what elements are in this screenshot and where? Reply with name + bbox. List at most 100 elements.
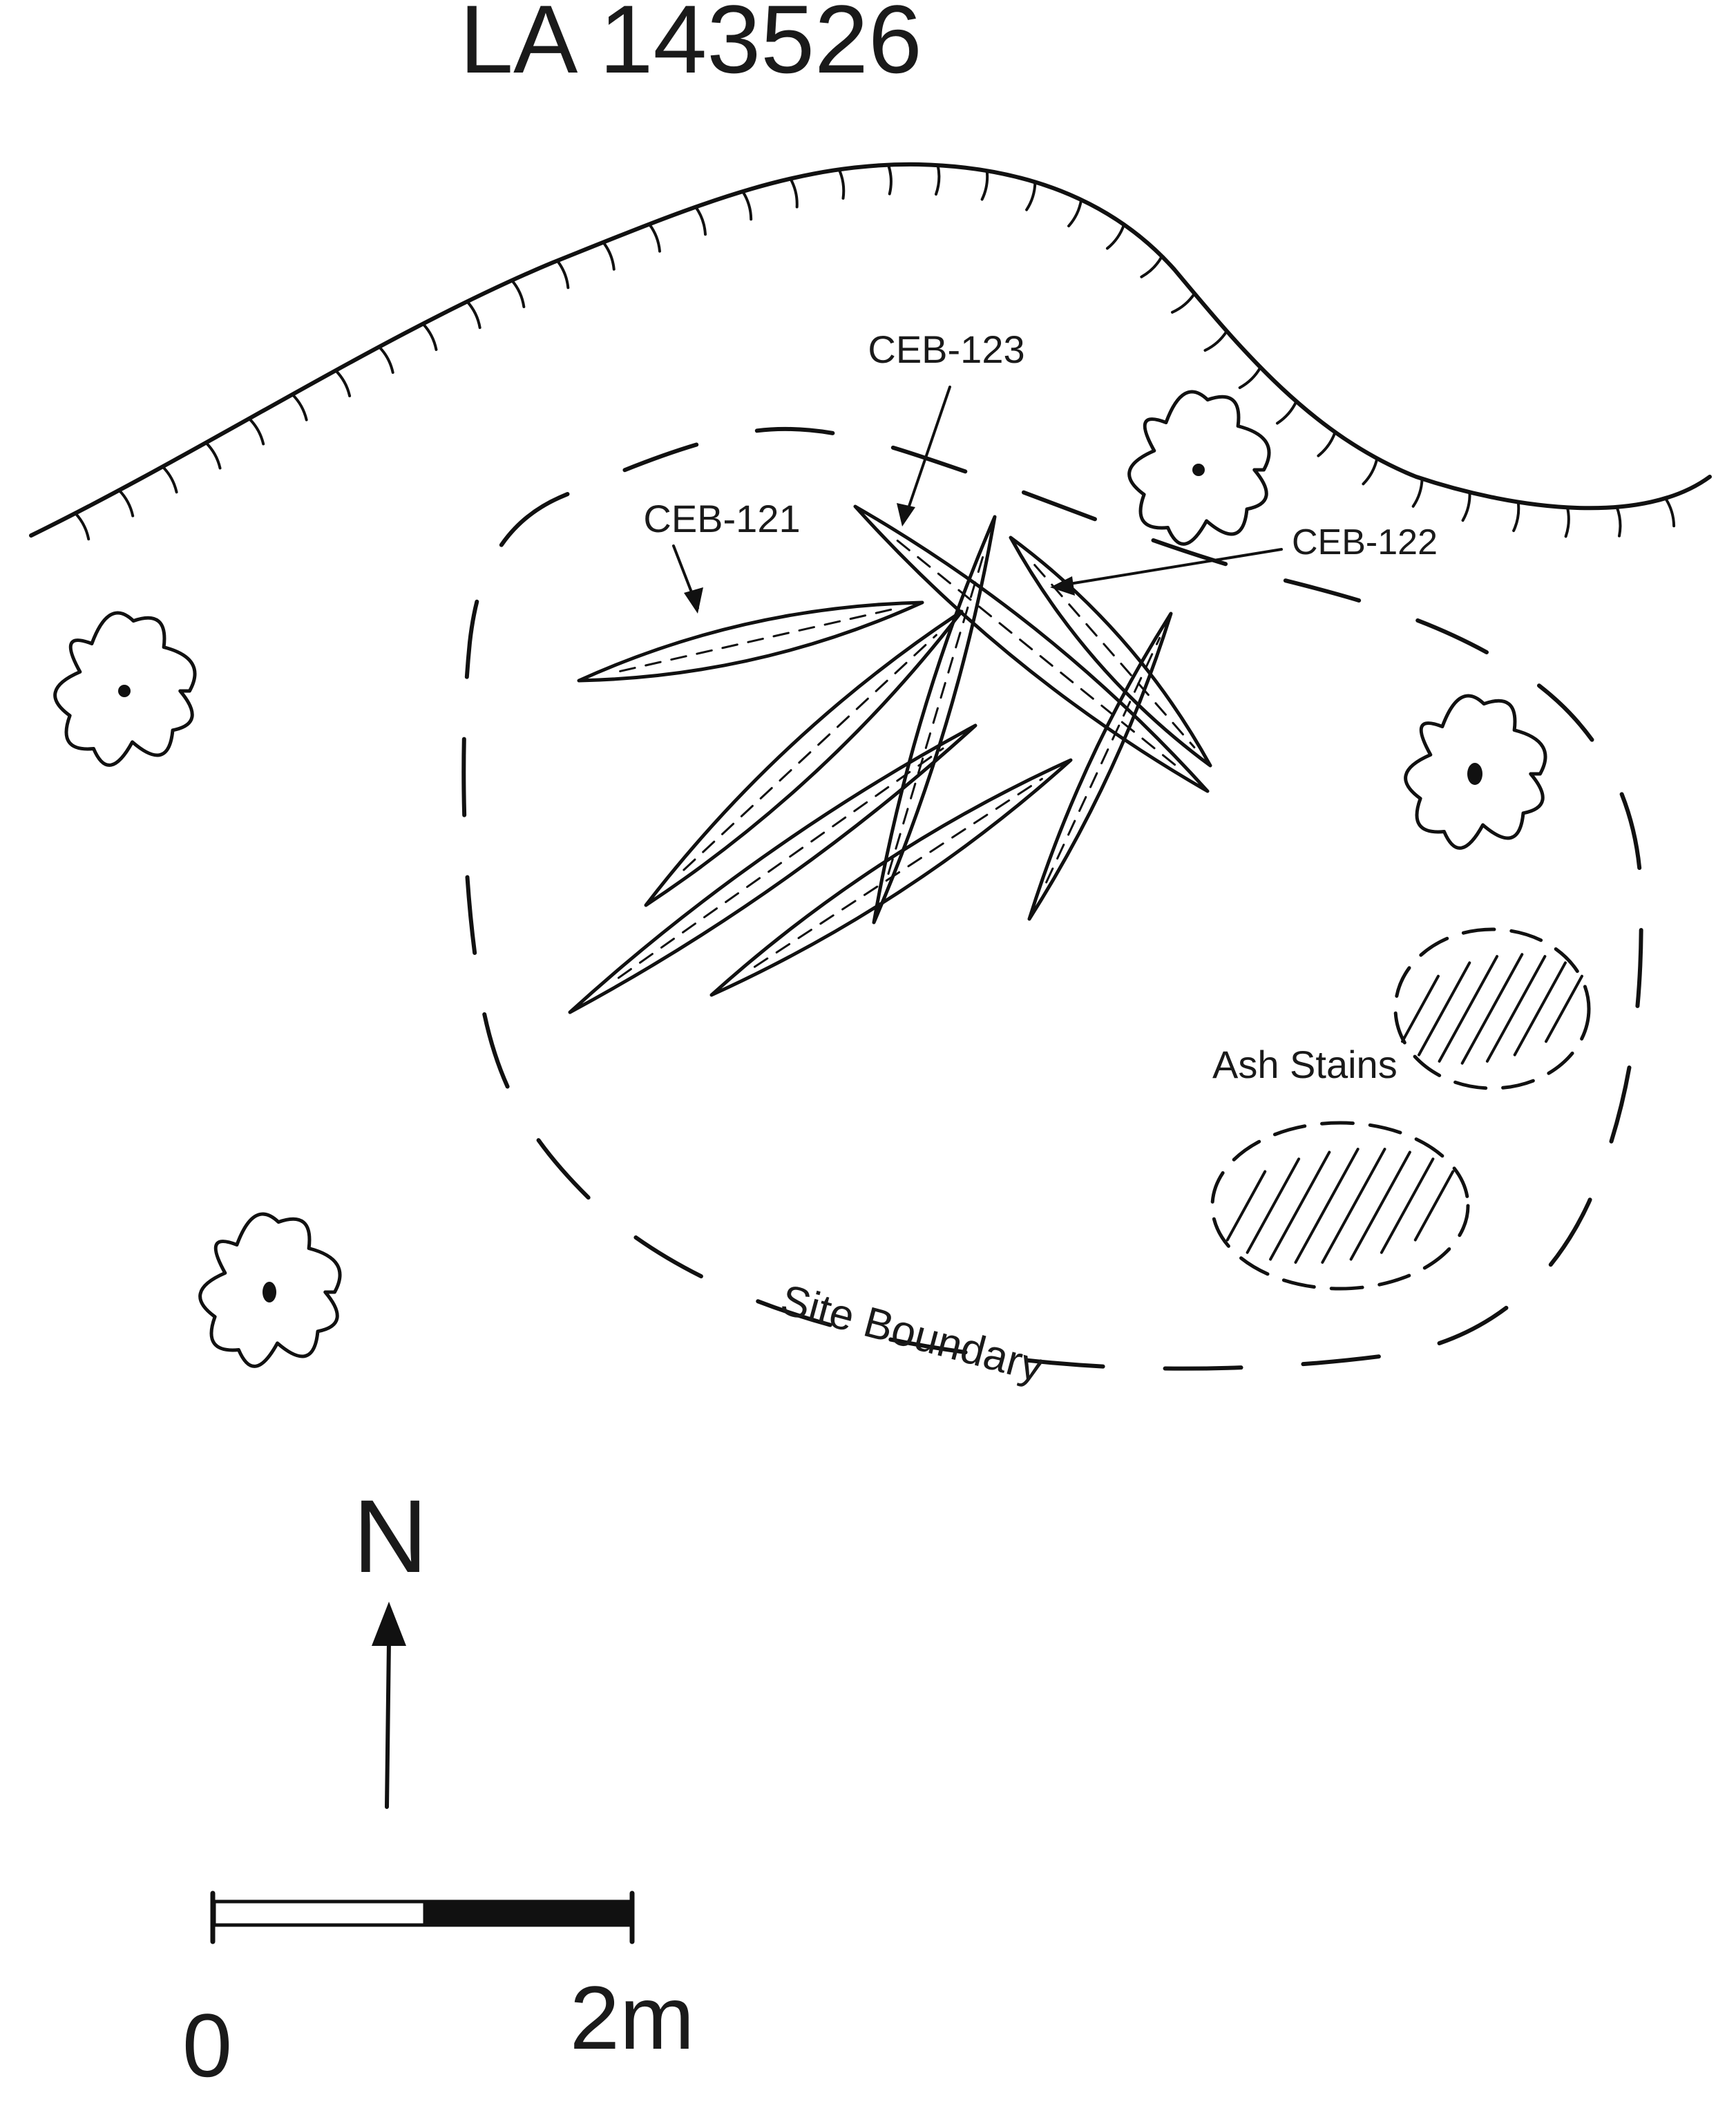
burned-log-outline	[644, 609, 964, 907]
burned-log	[568, 723, 977, 1014]
scale-bar-start-label: 0	[182, 1995, 232, 2096]
ceb-123-label: CEB-123	[868, 328, 1024, 371]
ridge-hachure	[886, 163, 893, 196]
burned-log	[1027, 612, 1173, 921]
ash-stain-lower	[1210, 1121, 1470, 1291]
ridge-hachure	[161, 465, 178, 494]
burned-log-grain	[1033, 564, 1196, 749]
ash-hatch-line	[1438, 955, 1499, 1063]
ridge-hachure	[934, 164, 941, 196]
ceb-122-arrowhead	[1050, 576, 1075, 596]
ridge-hachure	[1238, 366, 1262, 390]
ash-hatch-line	[1321, 1148, 1386, 1264]
ash-hatch-line	[1418, 961, 1471, 1056]
ridge-hachure	[1105, 223, 1126, 250]
ash-hatch-line	[1413, 1170, 1455, 1242]
north-arrow-shaft	[385, 1639, 391, 1809]
burned-log-grain	[753, 777, 1043, 968]
ceb-122-leader	[1056, 548, 1283, 587]
tree-canopy-outline	[53, 611, 197, 767]
ash-hatch-line	[1349, 1150, 1411, 1261]
ash-stains-label: Ash Stains	[1212, 1043, 1398, 1086]
north-arrow-label: N	[353, 1478, 428, 1594]
tree-north	[1127, 390, 1271, 546]
ceb-121-label: CEB-121	[643, 497, 800, 540]
ridge-hachure	[291, 392, 308, 421]
ridge-hachure	[741, 190, 753, 221]
tree-southwest-trunk	[263, 1282, 276, 1302]
ridge-hachure	[1025, 180, 1037, 211]
burned-log-grain	[887, 548, 986, 875]
tree-west	[53, 611, 197, 767]
ridge-hachure	[117, 489, 135, 518]
burned-log-outline	[709, 758, 1073, 997]
ridge-hachure	[1067, 198, 1083, 228]
burned-log-grain	[683, 634, 937, 871]
burned-log-outline	[1027, 612, 1173, 921]
ash-hatch-line	[1246, 1157, 1301, 1254]
burned-log-grain	[619, 607, 896, 672]
ash-hatch-line	[1485, 955, 1547, 1063]
burned-log-outline	[1009, 536, 1212, 768]
burned-log	[709, 758, 1073, 997]
tree-east	[1404, 694, 1547, 850]
ceb-121-arrowhead	[684, 587, 703, 614]
ridge-hachure	[73, 511, 90, 541]
ridge-hachure	[647, 222, 661, 253]
site-boundary	[461, 426, 1643, 1371]
ash-hatch-line	[1269, 1150, 1331, 1261]
burned-log	[577, 600, 924, 683]
burned-log-grain	[617, 747, 944, 979]
ash-hatch-line	[1460, 953, 1524, 1065]
ridge-hachure	[1171, 292, 1196, 314]
ceb-123-annotation: CEB-123	[868, 328, 1025, 527]
map-title: LA 143526	[459, 0, 922, 93]
ridge-hachure	[1140, 254, 1163, 278]
ridge-hachure	[1564, 506, 1570, 538]
burned-log-grain	[1045, 636, 1161, 884]
ash-hatch-line	[1401, 974, 1440, 1043]
burned-log	[644, 609, 964, 907]
scale-bar-white-segment	[212, 1899, 427, 1927]
ridge-hachure	[1203, 330, 1228, 352]
tree-canopy-outline	[198, 1212, 342, 1368]
ridge-hachure	[466, 300, 481, 330]
scale-bar-black-segment	[423, 1899, 634, 1927]
ridge-hachure	[789, 177, 799, 209]
tree-southwest	[198, 1212, 342, 1368]
ash-stain-upper-hatching	[1401, 953, 1583, 1065]
ash-stain-upper	[1393, 927, 1591, 1090]
tree-east-trunk	[1467, 763, 1482, 785]
ridge-hachure	[602, 240, 616, 271]
site-boundary-label: Site Boundary	[776, 1276, 1048, 1391]
ridge-hachure	[1512, 500, 1520, 533]
ridge-hachure	[204, 441, 222, 470]
ridge-hachure	[694, 205, 707, 236]
ridge-hachure	[980, 169, 989, 201]
ridge-hachure	[421, 322, 438, 351]
ceb-123-arrowhead	[897, 503, 915, 527]
ash-hatch-line	[1225, 1170, 1267, 1242]
ridge-hachures	[73, 163, 1676, 541]
ridge-hachure	[1275, 399, 1298, 425]
burned-log-outline	[577, 600, 924, 683]
ridge-hachure	[1411, 477, 1424, 508]
tree-canopy-outline	[1127, 390, 1271, 546]
ceb-121-annotation: CEB-121	[643, 497, 801, 614]
tree-canopy-outline	[1404, 694, 1547, 850]
burned-log-grain	[896, 539, 1181, 770]
ridge-hachure	[377, 345, 394, 375]
north-arrow-head	[372, 1602, 406, 1646]
ridge-hachure	[1317, 430, 1337, 457]
ridge-hachure	[1461, 491, 1471, 522]
ash-hatch-line	[1380, 1157, 1435, 1254]
ridge-hachure	[334, 369, 352, 397]
ash-hatch-line	[1513, 961, 1567, 1056]
burned-log-outline	[568, 723, 977, 1014]
ceb-122-annotation: CEB-122	[1050, 522, 1438, 596]
ridge-line	[29, 162, 1712, 541]
ash-hatch-line	[1545, 974, 1583, 1043]
ridge-hachure	[1362, 457, 1379, 486]
ceb-123-leader	[904, 386, 951, 520]
